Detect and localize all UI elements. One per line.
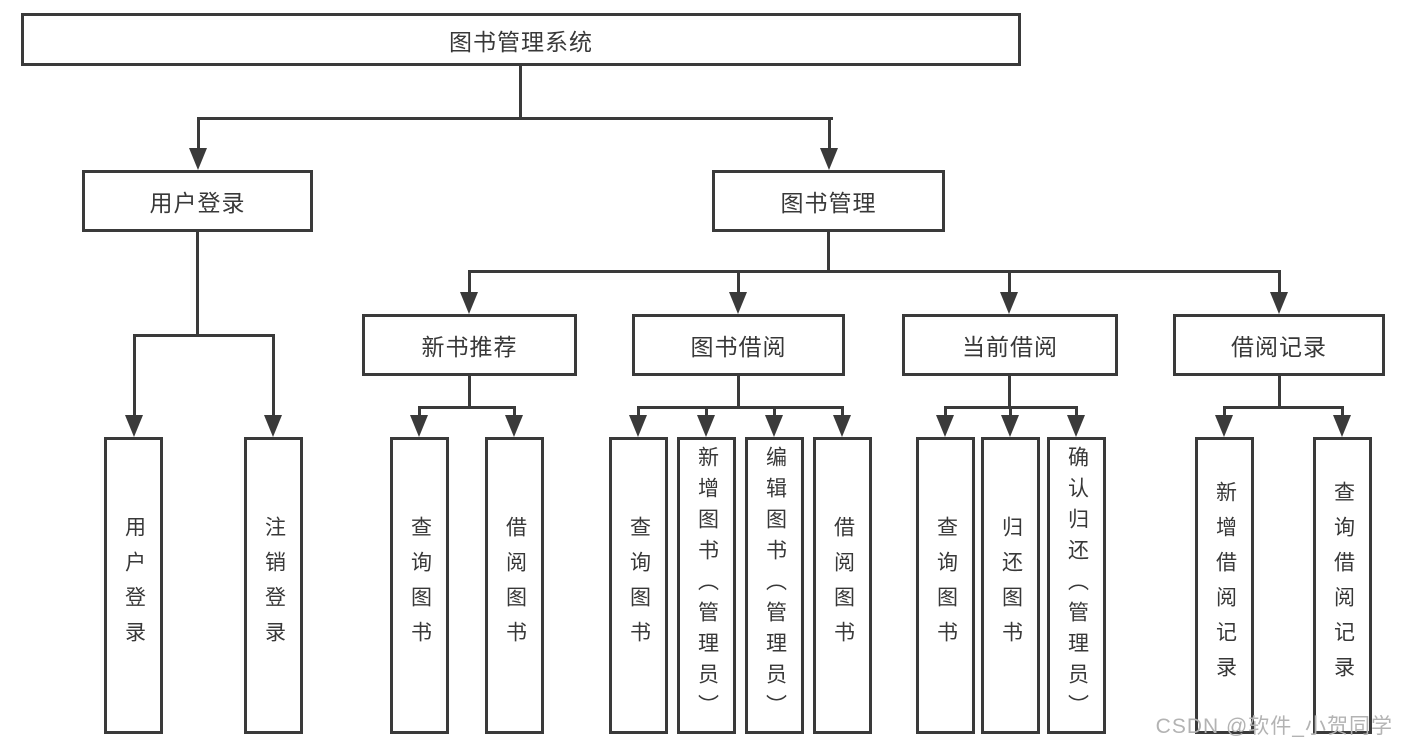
connector-line [513, 406, 516, 418]
arrowhead [264, 415, 282, 437]
arrowhead [833, 415, 851, 437]
connector-line [637, 406, 844, 409]
leaf-add-book-admin: 新增图书（管理员） [677, 437, 736, 734]
connector-line [705, 406, 708, 418]
connector-line [197, 117, 833, 120]
csdn-watermark: CSDN @软件_小贺同学 [1155, 715, 1393, 738]
connector-line [827, 232, 830, 272]
connector-line [468, 270, 471, 296]
arrowhead [505, 415, 523, 437]
arrowhead [189, 148, 207, 170]
connector-line [418, 406, 421, 418]
connector-line [841, 406, 844, 418]
node-library-management-system: 图书管理系统 [21, 13, 1021, 66]
arrowhead [1001, 415, 1019, 437]
arrowhead [697, 415, 715, 437]
node-current-borrowing: 当前借阅 [902, 314, 1118, 376]
connector-line [637, 406, 640, 418]
connector-line [468, 270, 1281, 273]
leaf-logout: 注销登录 [244, 437, 303, 734]
connector-line [828, 117, 831, 151]
leaf-add-borrow-record: 新增借阅记录 [1195, 437, 1254, 734]
arrowhead [1067, 415, 1085, 437]
arrowhead [729, 292, 747, 314]
arrowhead [1215, 415, 1233, 437]
connector-line [1008, 270, 1011, 296]
arrowhead [820, 148, 838, 170]
arrowhead [460, 292, 478, 314]
connector-line [737, 376, 740, 408]
arrowhead [1000, 292, 1018, 314]
leaf-confirm-return-admin: 确认归还（管理员） [1047, 437, 1106, 734]
connector-line [133, 334, 275, 337]
leaf-query-books-recommend: 查询图书 [390, 437, 449, 734]
node-borrowing-records: 借阅记录 [1173, 314, 1385, 376]
connector-line [197, 117, 200, 151]
connector-line [1009, 406, 1012, 418]
node-user-login: 用户登录 [82, 170, 313, 232]
connector-line [1278, 270, 1281, 296]
arrowhead [629, 415, 647, 437]
arrowhead [1270, 292, 1288, 314]
node-book-management: 图书管理 [712, 170, 945, 232]
arrowhead [765, 415, 783, 437]
connector-line [1223, 406, 1344, 409]
connector-line [1223, 406, 1226, 418]
arrowhead [125, 415, 143, 437]
leaf-borrow-books-recommend: 借阅图书 [485, 437, 544, 734]
leaf-query-books-current: 查询图书 [916, 437, 975, 734]
connector-line [1075, 406, 1078, 418]
connector-line [773, 406, 776, 418]
connector-line [519, 66, 522, 119]
connector-line [196, 232, 199, 336]
connector-line [272, 334, 275, 418]
leaf-user-login: 用户登录 [104, 437, 163, 734]
connector-line [468, 376, 471, 408]
connector-line [418, 406, 516, 409]
leaf-query-books-borrowing: 查询图书 [609, 437, 668, 734]
connector-line [1008, 376, 1011, 408]
arrowhead [1333, 415, 1351, 437]
node-new-book-recommendation: 新书推荐 [362, 314, 577, 376]
connector-line [133, 334, 136, 418]
connector-line [944, 406, 947, 418]
leaf-borrow-books: 借阅图书 [813, 437, 872, 734]
node-book-borrowing: 图书借阅 [632, 314, 845, 376]
connector-line [737, 270, 740, 296]
leaf-edit-book-admin: 编辑图书（管理员） [745, 437, 804, 734]
connector-line [1341, 406, 1344, 418]
leaf-return-books: 归还图书 [981, 437, 1040, 734]
arrowhead [410, 415, 428, 437]
leaf-query-borrow-record: 查询借阅记录 [1313, 437, 1372, 734]
connector-line [1278, 376, 1281, 408]
arrowhead [936, 415, 954, 437]
